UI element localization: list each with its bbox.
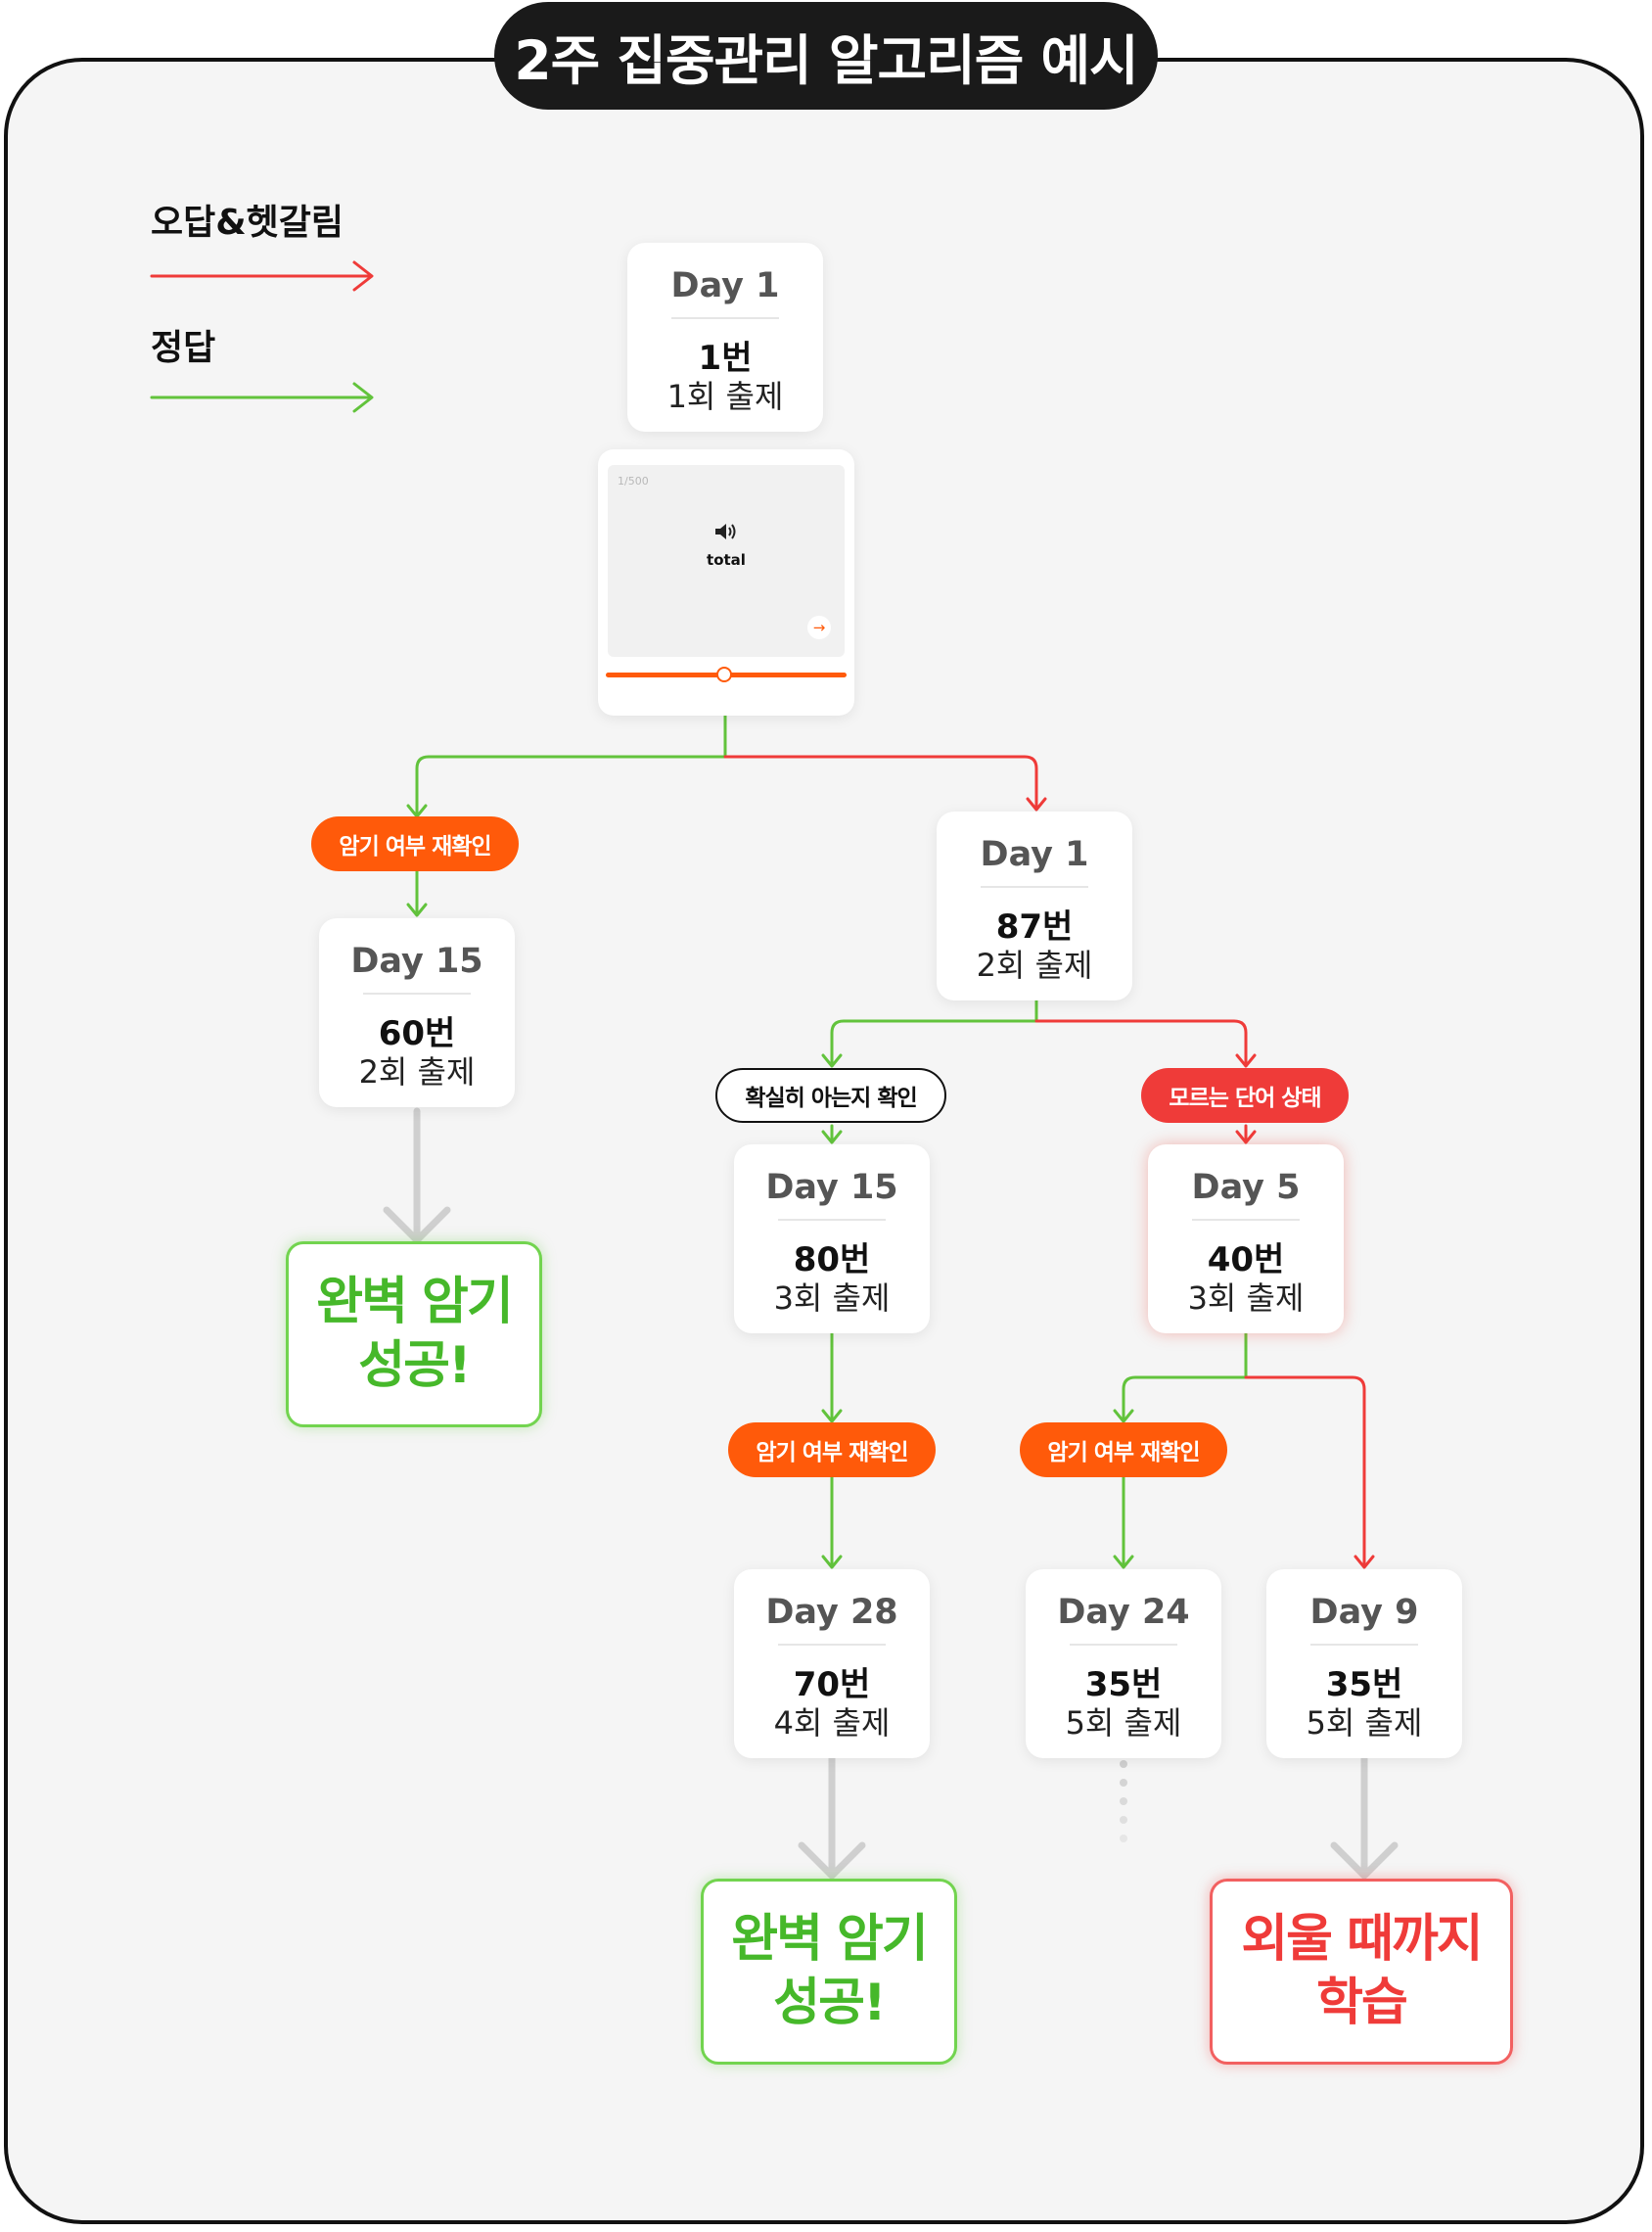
legend-correct-label: 정답: [151, 328, 216, 368]
flashcard-word: total: [707, 551, 746, 569]
node-number: 35번: [1325, 1665, 1403, 1704]
continuation-dot: [1120, 1797, 1127, 1805]
node-divider: [981, 886, 1088, 888]
flashcard-preview: 1/500 total →: [598, 449, 854, 716]
connector-mid1-wrong: [1034, 1019, 1257, 1144]
tag-recheck-mid: 암기 여부 재확인: [728, 1422, 936, 1477]
tag-recheck-right: 암기 여부 재확인: [1020, 1422, 1227, 1477]
node-day: Day 5: [1191, 1168, 1301, 1207]
speaker-icon[interactable]: [608, 522, 845, 545]
node-divider: [778, 1644, 886, 1646]
arrow-right-icon[interactable]: →: [807, 616, 831, 639]
node-day9: Day 9 35번 5회 출제: [1266, 1569, 1462, 1758]
node-day5: Day 5 40번 3회 출제: [1148, 1144, 1344, 1333]
node-number: 35번: [1084, 1665, 1163, 1704]
node-mid-day15: Day 15 80번 3회 출제: [734, 1144, 930, 1333]
result-line: 학습: [1316, 1974, 1408, 2032]
flashcard-counter: 1/500: [618, 475, 649, 488]
diagram-title: 2주 집중관리 알고리즘 예시: [494, 2, 1158, 110]
result-line: 완벽 암기: [731, 1910, 928, 1969]
connector-mid15-down: [821, 1331, 843, 1569]
continuation-dot: [1120, 1779, 1127, 1787]
continuation-dot: [1120, 1816, 1127, 1824]
continuation-dot: [1120, 1835, 1127, 1842]
tag-unknown-state: 모르는 단어 상태: [1141, 1068, 1349, 1123]
node-count: 4회 출제: [773, 1704, 891, 1742]
tag-recheck-left: 암기 여부 재확인: [311, 816, 519, 871]
node-day: Day 9: [1309, 1593, 1419, 1632]
node-day: Day 15: [765, 1168, 898, 1207]
node-number: 40번: [1207, 1240, 1285, 1279]
flashcard-progress-knob[interactable]: [716, 667, 732, 682]
node-divider: [1192, 1219, 1300, 1221]
node-count: 3회 출제: [773, 1279, 891, 1317]
node-count: 5회 출제: [1306, 1704, 1423, 1742]
node-day: Day 1: [670, 266, 780, 305]
node-count: 2회 출제: [976, 947, 1093, 984]
legend-wrong-label: 오답&헷갈림: [151, 203, 344, 243]
node-count: 5회 출제: [1065, 1704, 1182, 1742]
connector-mid1-correct: [821, 999, 1038, 1144]
connector-grey-arrows: [383, 1107, 1399, 1880]
node-root: Day 1 1번 1회 출제: [627, 243, 823, 432]
tag-sure-check: 확실히 아는지 확인: [715, 1068, 946, 1123]
result-line: 외울 때까지: [1241, 1910, 1483, 1969]
node-left-day15: Day 15 60번 2회 출제: [319, 918, 515, 1107]
node-day28: Day 28 70번 4회 출제: [734, 1569, 930, 1758]
connector-root-correct: [406, 714, 727, 917]
node-number: 60번: [378, 1014, 456, 1053]
node-divider: [1310, 1644, 1418, 1646]
connector-day5-correct: [1113, 1331, 1248, 1569]
connector-day5-wrong: [1244, 1375, 1375, 1569]
node-number: 1번: [698, 339, 753, 378]
node-mid-day1: Day 1 87번 2회 출제: [937, 812, 1132, 1000]
node-divider: [1070, 1644, 1177, 1646]
node-divider: [671, 317, 779, 319]
node-count: 2회 출제: [358, 1053, 476, 1091]
node-number: 80번: [793, 1240, 871, 1279]
legend-wrong-arrow: [150, 260, 374, 292]
node-divider: [363, 993, 471, 995]
result-line: 성공!: [773, 1974, 886, 2032]
node-day: Day 28: [765, 1593, 898, 1632]
node-number: 87번: [995, 907, 1074, 947]
connector-root-wrong: [723, 755, 1047, 812]
legend-correct-arrow: [150, 382, 374, 413]
node-day: Day 15: [350, 942, 483, 981]
node-divider: [778, 1219, 886, 1221]
result-line: 성공!: [358, 1336, 471, 1395]
node-day: Day 1: [980, 835, 1089, 874]
node-count: 1회 출제: [666, 378, 784, 415]
node-number: 70번: [793, 1665, 871, 1704]
node-day24: Day 24 35번 5회 출제: [1026, 1569, 1221, 1758]
continuation-dot: [1120, 1760, 1127, 1768]
flashcard-body: 1/500 total →: [608, 465, 845, 657]
result-line: 완벽 암기: [316, 1273, 513, 1331]
node-day: Day 24: [1057, 1593, 1190, 1632]
node-count: 3회 출제: [1187, 1279, 1305, 1317]
